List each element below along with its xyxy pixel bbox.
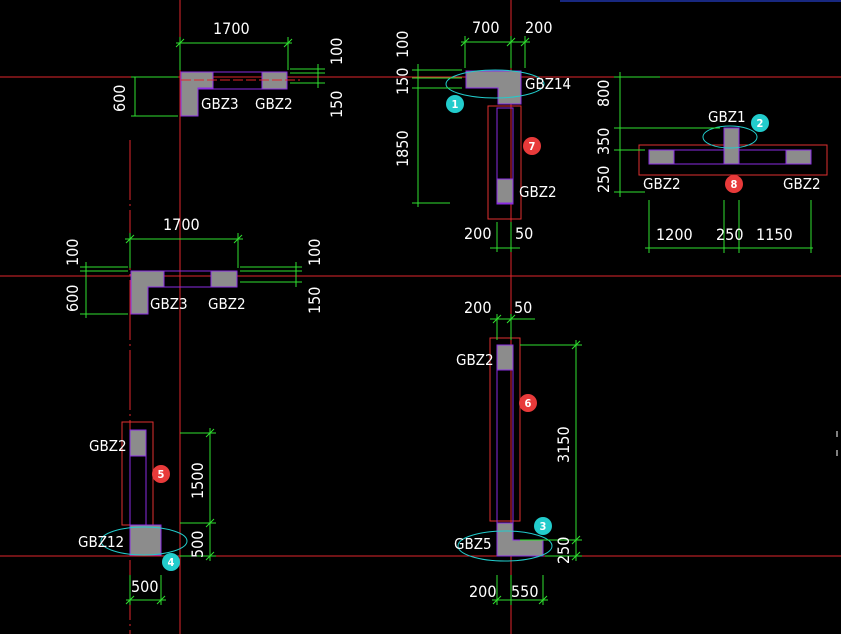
highlight-box-6 [489, 337, 521, 522]
column-gbz1[interactable] [723, 127, 740, 165]
label-gbz2: GBZ2 [519, 183, 557, 201]
marker-6[interactable]: 6 [519, 394, 537, 412]
marker-number: 1 [452, 98, 459, 111]
marker-number: 3 [540, 520, 547, 533]
label-gbz2: GBZ2 [456, 351, 494, 369]
column-gbz2[interactable] [129, 429, 147, 457]
marker-4[interactable]: 4 [162, 553, 180, 571]
dim-700: 700 [472, 18, 499, 37]
marker-1[interactable]: 1 [446, 95, 464, 113]
column-gbz3[interactable] [180, 71, 214, 117]
label-gbz1: GBZ1 [708, 108, 746, 126]
dim-150: 150 [393, 68, 412, 95]
marker-2[interactable]: 2 [751, 114, 769, 132]
marker-number: 2 [757, 117, 764, 130]
dim-1850: 1850 [393, 130, 412, 167]
dim-800: 800 [594, 80, 613, 107]
column-gbz2[interactable] [496, 178, 514, 204]
dim-1500: 1500 [188, 462, 207, 499]
dim-100: 100 [305, 239, 324, 266]
dim-250: 250 [554, 537, 573, 564]
dim-600: 600 [110, 85, 129, 112]
dim-3150: 3150 [554, 426, 573, 463]
marker-number: 6 [525, 397, 532, 410]
marker-8[interactable]: 8 [725, 175, 743, 193]
dim-100: 100 [63, 239, 82, 266]
column-gbz2[interactable] [496, 344, 514, 371]
marker-number: 4 [168, 556, 175, 569]
dim-250: 250 [716, 225, 743, 244]
label-gbz2: GBZ2 [208, 295, 246, 313]
dim-100: 100 [393, 31, 412, 58]
dim-200: 200 [469, 582, 496, 601]
dim-200: 200 [464, 298, 491, 317]
dim-1700: 1700 [213, 19, 250, 38]
dim-1700: 1700 [163, 215, 200, 234]
label-gbz3: GBZ3 [150, 295, 188, 313]
dim-1150: 1150 [756, 225, 793, 244]
dim-1200: 1200 [656, 225, 693, 244]
label-gbz2: GBZ2 [643, 175, 681, 193]
marker-5[interactable]: 5 [152, 465, 170, 483]
dim-50: 50 [515, 224, 533, 243]
highlight-ellipse-2 [702, 125, 758, 149]
wall-outline [496, 107, 514, 205]
column-gbz12[interactable] [129, 524, 162, 556]
column-gbz14[interactable] [465, 70, 522, 105]
label-gbz3: GBZ3 [201, 95, 239, 113]
dim-500: 500 [131, 577, 158, 596]
dim-200: 200 [525, 18, 552, 37]
dim-600: 600 [63, 285, 82, 312]
dim-150: 150 [327, 91, 346, 118]
column-gbz2[interactable] [210, 270, 238, 288]
wall-group-b: GBZ14 GBZ2 700 200 100 150 1850 200 50 [393, 18, 571, 252]
label-gbz5: GBZ5 [454, 535, 492, 553]
dim-100: 100 [327, 38, 346, 65]
marker-number: 8 [731, 178, 738, 191]
highlight-ellipse-3 [457, 530, 553, 562]
label-gbz2: GBZ2 [783, 175, 821, 193]
wall-group-e: GBZ2 GBZ5 200 50 3150 250 200 550 [454, 298, 582, 605]
wall-group-f: GBZ2 GBZ12 1500 500 500 [78, 421, 216, 605]
label-gbz2: GBZ2 [255, 95, 293, 113]
dim-50: 50 [514, 298, 532, 317]
column-gbz3[interactable] [130, 270, 165, 315]
label-gbz12: GBZ12 [78, 533, 124, 551]
label-gbz2: GBZ2 [89, 437, 127, 455]
dim-150: 150 [305, 287, 324, 314]
dim-200: 200 [464, 224, 491, 243]
column-gbz2-right[interactable] [785, 149, 812, 165]
wall-group-d: GBZ3 GBZ2 1700 100 600 100 150 [63, 215, 324, 318]
dim-500: 500 [188, 531, 207, 558]
dim-350: 350 [594, 128, 613, 155]
dim-550: 550 [511, 582, 538, 601]
highlight-ellipse-1 [445, 69, 545, 99]
dim-250: 250 [594, 166, 613, 193]
marker-7[interactable]: 7 [523, 137, 541, 155]
marker-3[interactable]: 3 [534, 517, 552, 535]
wall-group-c: GBZ1 GBZ2 GBZ2 800 350 250 1200 250 1150 [594, 72, 828, 253]
highlight-box-7 [487, 105, 522, 220]
column-gbz2-left[interactable] [648, 149, 675, 165]
marker-number: 5 [158, 468, 165, 481]
highlight-ellipse-4 [100, 526, 188, 556]
label-gbz14: GBZ14 [525, 75, 571, 93]
wall-group-a: GBZ3 GBZ2 1700 100 150 600 [110, 19, 346, 118]
marker-number: 7 [529, 140, 536, 153]
